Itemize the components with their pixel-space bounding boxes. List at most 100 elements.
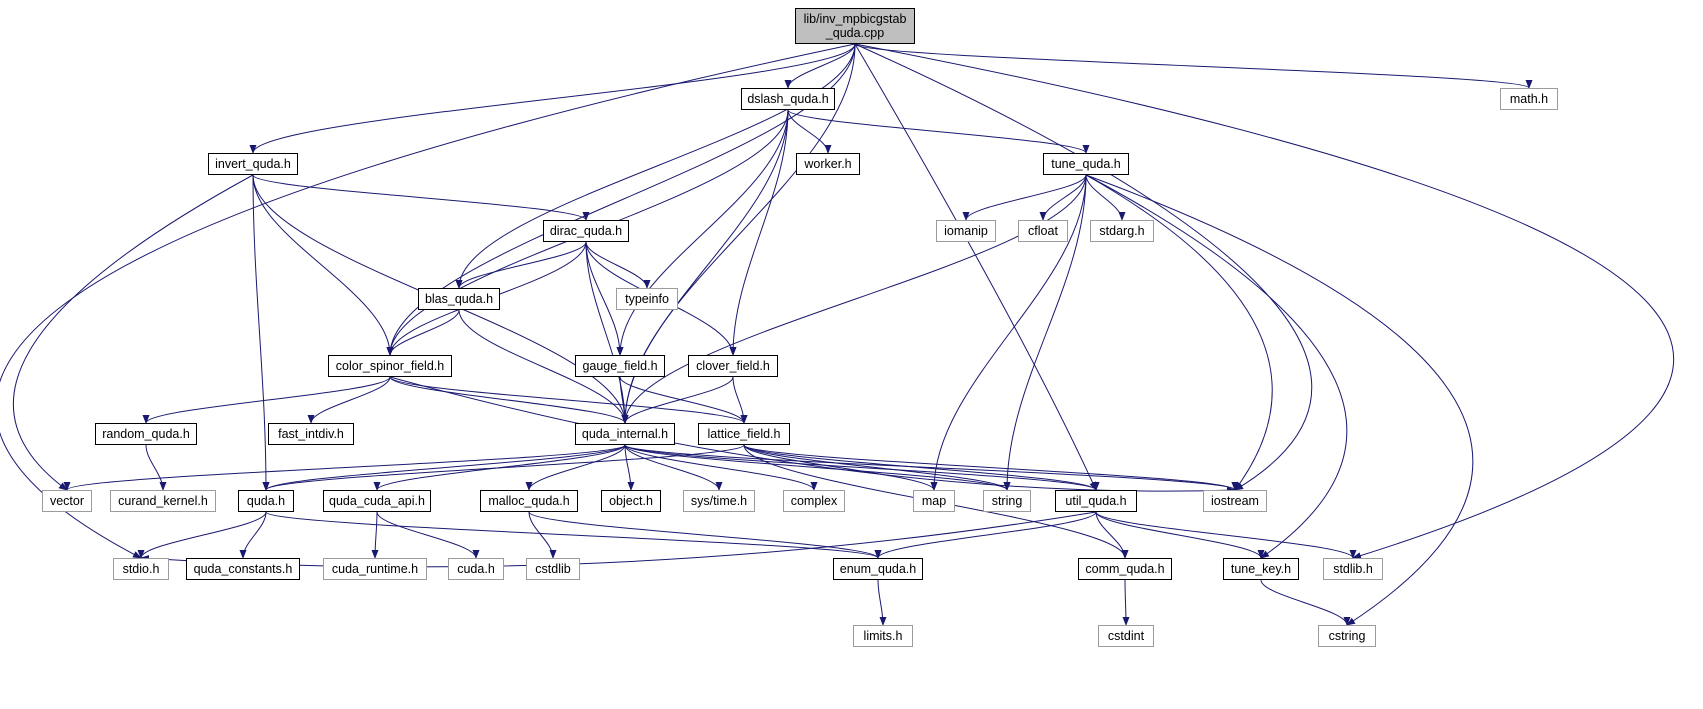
graph-node-cstdlib: cstdlib bbox=[526, 558, 580, 580]
include-edge-main-to-dslash_quda bbox=[784, 43, 856, 89]
graph-node-worker[interactable]: worker.h bbox=[796, 153, 860, 175]
graph-node-quda_cuda_api[interactable]: quda_cuda_api.h bbox=[323, 490, 431, 512]
include-edge-dirac_quda-to-quda_internal bbox=[585, 241, 629, 424]
include-edge-main-to-iostream bbox=[854, 43, 1313, 491]
graph-node-stdarg: stdarg.h bbox=[1090, 220, 1154, 242]
include-edge-dirac_quda-to-gauge_field bbox=[585, 241, 624, 356]
include-edge-dslash_quda-to-gauge_field bbox=[616, 109, 789, 356]
graph-node-stdio: stdio.h bbox=[113, 558, 169, 580]
graph-node-color_spinor_field[interactable]: color_spinor_field.h bbox=[328, 355, 452, 377]
include-edge-main-to-invert_quda bbox=[249, 43, 856, 154]
include-edge-color_spinor_field-to-random_quda bbox=[142, 376, 391, 424]
graph-node-clover_field[interactable]: clover_field.h bbox=[688, 355, 778, 377]
include-edge-quda_cuda_api-to-cuda_runtime bbox=[371, 511, 379, 559]
include-edge-dirac_quda-to-blas_quda bbox=[455, 241, 587, 289]
include-edge-tune_quda-to-stdarg bbox=[1085, 174, 1126, 221]
include-edge-quda_internal-to-malloc_quda bbox=[525, 444, 626, 491]
include-edge-invert_quda-to-vector bbox=[13, 174, 254, 491]
include-edge-main-to-util_quda bbox=[854, 43, 1097, 491]
graph-node-cuda_runtime: cuda_runtime.h bbox=[323, 558, 427, 580]
include-edge-blas_quda-to-quda_internal bbox=[458, 309, 629, 424]
include-edge-comm_quda-to-cstdint bbox=[1122, 579, 1130, 626]
include-edge-tune_quda-to-iostream bbox=[1085, 174, 1273, 491]
include-edge-invert_quda-to-dirac_quda bbox=[252, 174, 590, 221]
graph-node-iomanip: iomanip bbox=[936, 220, 996, 242]
graph-node-cstring: cstring bbox=[1318, 625, 1376, 647]
include-edge-dslash_quda-to-quda_internal bbox=[621, 109, 789, 424]
graph-node-sys_time: sys/time.h bbox=[683, 490, 755, 512]
include-edge-main-to-stdlib bbox=[854, 43, 1675, 559]
include-edge-lattice_field-to-map bbox=[743, 444, 938, 491]
include-edge-tune_quda-to-tune_key bbox=[1085, 174, 1348, 559]
graph-node-complex: complex bbox=[783, 490, 845, 512]
graph-node-typeinfo: typeinfo bbox=[616, 288, 678, 310]
graph-node-dslash_quda[interactable]: dslash_quda.h bbox=[741, 88, 835, 110]
include-edge-invert_quda-to-quda bbox=[252, 174, 270, 491]
include-edge-random_quda-to-curand_kernel bbox=[145, 444, 167, 491]
graph-node-tune_quda[interactable]: tune_quda.h bbox=[1043, 153, 1129, 175]
include-edge-main-to-math bbox=[854, 43, 1533, 89]
graph-node-random_quda[interactable]: random_quda.h bbox=[95, 423, 197, 445]
graph-node-main: lib/inv_mpbicgstab _quda.cpp bbox=[795, 8, 915, 44]
include-edge-blas_quda-to-color_spinor_field bbox=[386, 309, 460, 356]
include-edge-color_spinor_field-to-fast_intdiv bbox=[307, 376, 391, 424]
include-edge-lattice_field-to-util_quda bbox=[743, 444, 1100, 491]
include-edge-dslash_quda-to-clover_field bbox=[729, 109, 789, 356]
include-edge-malloc_quda-to-enum_quda bbox=[528, 511, 882, 559]
include-edge-tune_quda-to-map bbox=[930, 174, 1087, 491]
graph-node-math: math.h bbox=[1500, 88, 1558, 110]
graph-node-iostream: iostream bbox=[1203, 490, 1267, 512]
graph-node-stdlib: stdlib.h bbox=[1323, 558, 1383, 580]
include-edge-gauge_field-to-lattice_field bbox=[619, 376, 748, 424]
graph-node-invert_quda[interactable]: invert_quda.h bbox=[208, 153, 298, 175]
graph-node-quda_constants[interactable]: quda_constants.h bbox=[186, 558, 300, 580]
include-edge-util_quda-to-comm_quda bbox=[1095, 511, 1129, 559]
include-edge-lattice_field-to-quda bbox=[262, 444, 745, 491]
include-edge-clover_field-to-lattice_field bbox=[732, 376, 748, 424]
include-edge-quda_internal-to-string bbox=[624, 444, 1011, 491]
include-edge-quda-to-stdio bbox=[137, 511, 267, 559]
include-edge-main-to-blas_quda bbox=[455, 43, 856, 289]
graph-node-object[interactable]: object.h bbox=[601, 490, 661, 512]
graph-node-enum_quda[interactable]: enum_quda.h bbox=[833, 558, 923, 580]
graph-node-blas_quda[interactable]: blas_quda.h bbox=[418, 288, 500, 310]
include-edge-invert_quda-to-color_spinor_field bbox=[252, 174, 394, 356]
graph-node-cfloat: cfloat bbox=[1018, 220, 1068, 242]
graph-node-tune_key[interactable]: tune_key.h bbox=[1223, 558, 1299, 580]
graph-node-map: map bbox=[913, 490, 955, 512]
include-edge-color_spinor_field-to-quda_internal bbox=[389, 376, 629, 424]
graph-node-curand_kernel: curand_kernel.h bbox=[110, 490, 216, 512]
include-edge-quda_internal-to-quda bbox=[262, 444, 626, 491]
include-edge-enum_quda-to-limits bbox=[877, 579, 887, 626]
include-edge-quda-to-enum_quda bbox=[265, 511, 882, 559]
graph-node-cuda: cuda.h bbox=[448, 558, 504, 580]
include-edge-tune_quda-to-cfloat bbox=[1039, 174, 1087, 221]
include-edge-quda_internal-to-iostream bbox=[624, 444, 1239, 491]
include-edge-quda_internal-to-sys_time bbox=[624, 444, 723, 491]
include-edge-util_quda-to-enum_quda bbox=[874, 511, 1097, 559]
graph-node-quda_internal[interactable]: quda_internal.h bbox=[575, 423, 675, 445]
graph-node-comm_quda[interactable]: comm_quda.h bbox=[1078, 558, 1172, 580]
include-edge-lattice_field-to-iostream bbox=[743, 444, 1239, 491]
include-edge-util_quda-to-tune_key bbox=[1095, 511, 1265, 559]
include-edge-quda_cuda_api-to-cuda bbox=[376, 511, 480, 559]
graph-node-gauge_field[interactable]: gauge_field.h bbox=[575, 355, 665, 377]
include-edge-tune_key-to-cstring bbox=[1260, 579, 1351, 626]
include-edge-dslash_quda-to-tune_quda bbox=[787, 109, 1090, 154]
graph-node-malloc_quda[interactable]: malloc_quda.h bbox=[480, 490, 578, 512]
graph-node-quda[interactable]: quda.h bbox=[238, 490, 294, 512]
graph-node-cstdint: cstdint bbox=[1098, 625, 1154, 647]
include-edge-color_spinor_field-to-lattice_field bbox=[389, 376, 748, 424]
graph-node-lattice_field[interactable]: lattice_field.h bbox=[698, 423, 790, 445]
include-edge-tune_quda-to-iomanip bbox=[962, 174, 1087, 221]
include-edge-lattice_field-to-string bbox=[743, 444, 1011, 491]
graph-node-dirac_quda[interactable]: dirac_quda.h bbox=[543, 220, 629, 242]
include-edge-dslash_quda-to-worker bbox=[787, 109, 832, 154]
graph-node-fast_intdiv[interactable]: fast_intdiv.h bbox=[268, 423, 354, 445]
graph-node-util_quda[interactable]: util_quda.h bbox=[1055, 490, 1137, 512]
include-edge-tune_quda-to-string bbox=[1003, 174, 1087, 491]
include-edge-clover_field-to-quda_internal bbox=[621, 376, 734, 424]
include-edge-quda_internal-to-vector bbox=[63, 444, 626, 491]
